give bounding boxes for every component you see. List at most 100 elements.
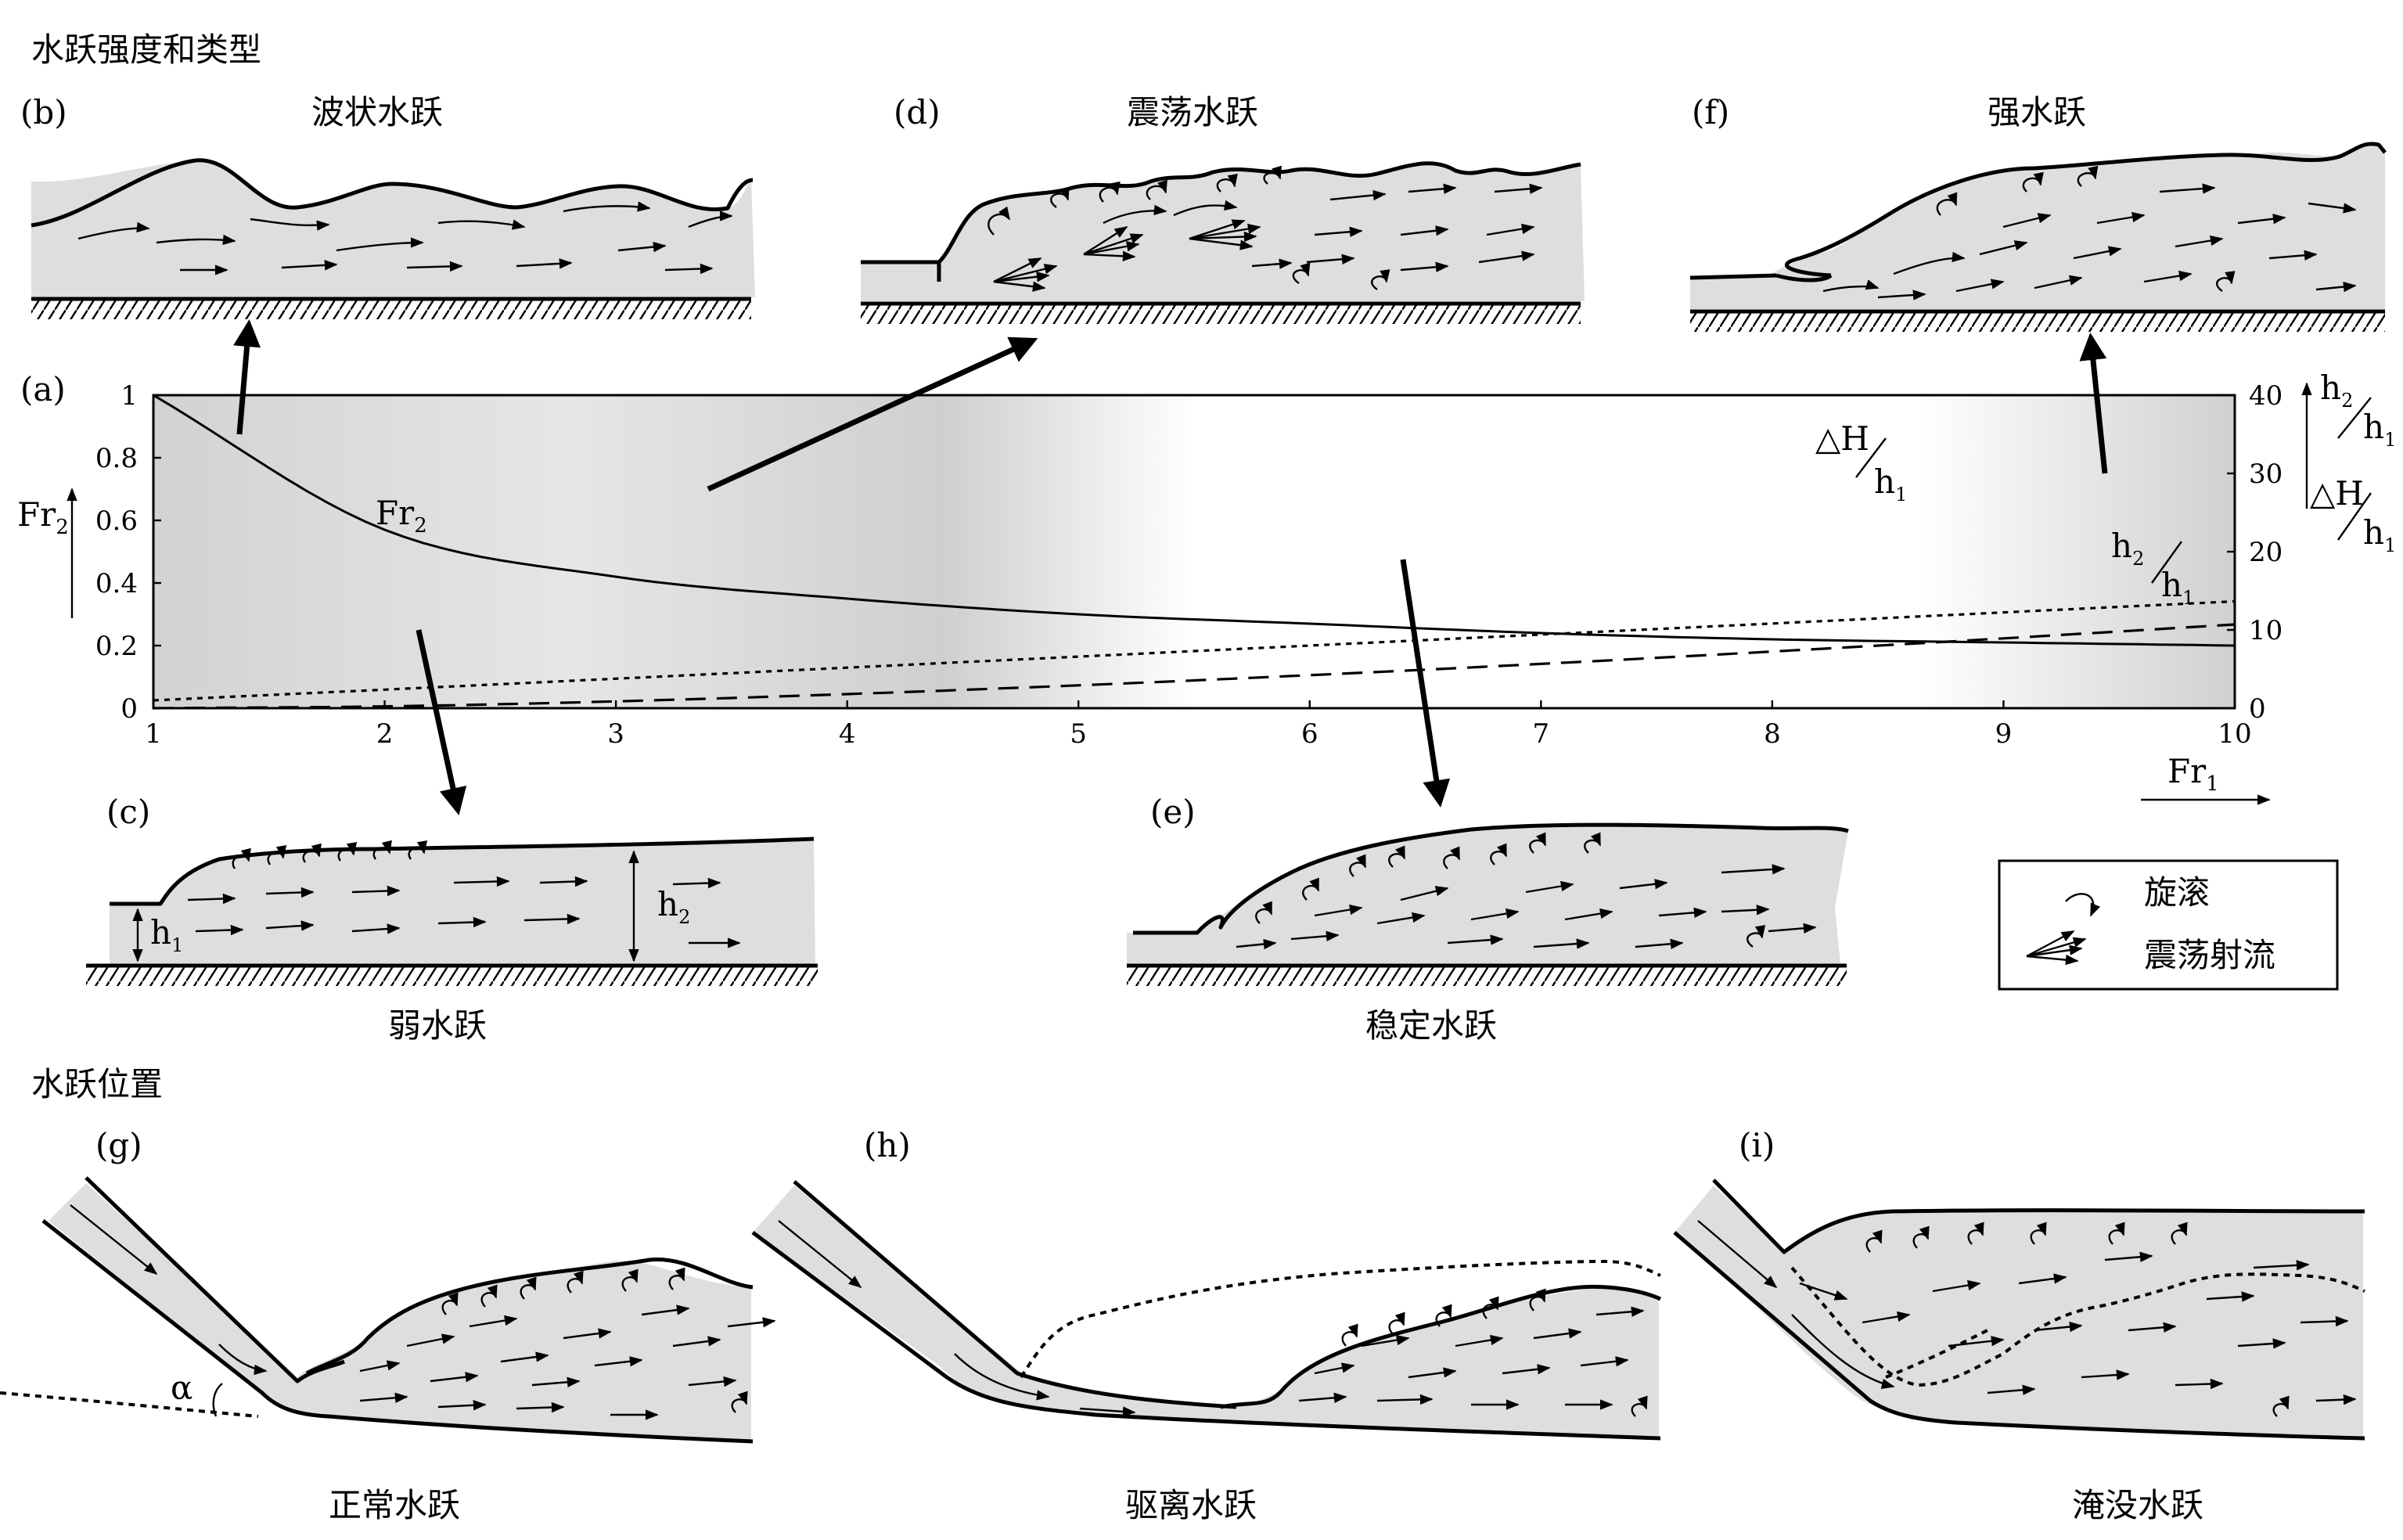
angle-arc (212, 1383, 223, 1417)
panel-e-water (1127, 825, 1848, 964)
x-tick-label: 6 (1301, 718, 1318, 750)
panel-d-rollers (987, 165, 1390, 290)
panel-d-flow-arrows (1103, 183, 1543, 272)
h2-label: h2 (657, 885, 690, 928)
panel-e-letter: (e) (1150, 793, 1196, 831)
panel-h-flow-arrows (778, 1220, 1645, 1417)
panel-i-letter: (i) (1739, 1126, 1775, 1164)
panel-c-flow-arrows (187, 876, 741, 948)
panel-f-rollers (1936, 165, 2236, 292)
roller-icon (2065, 893, 2101, 917)
panel-g-chute-bottom (41, 1219, 754, 1444)
panel-i-surface-dashed (1885, 1329, 1988, 1379)
arrow-to-f (2079, 333, 2108, 474)
panel-f-letter: (f) (1692, 93, 1729, 131)
panel-c-letter: (c) (106, 793, 150, 831)
panel-e-flow-arrows (1236, 864, 1817, 950)
x-tick-label: 5 (1070, 718, 1087, 750)
panel-c-title: 弱水跃 (388, 1006, 487, 1045)
panel-g-chute-top (85, 1176, 345, 1383)
right-dh-h1: h1 (2363, 513, 2396, 556)
panel-g: (g) 正常水跃 α (0, 1126, 776, 1524)
panel-f-title: 强水跃 (1988, 93, 2086, 131)
panel-i-flow-arrows (1697, 1220, 2357, 1405)
panel-e-bed-hatch (1127, 966, 1847, 986)
panel-i-water (1675, 1186, 2363, 1436)
right-tick-label: 0 (2249, 693, 2266, 725)
angle-label: α (171, 1369, 192, 1407)
panel-d: (d) 震荡水跃 (861, 93, 1585, 324)
x-tick-label: 4 (839, 718, 856, 750)
left-tick-label: 0 (121, 693, 138, 725)
left-tick-label: 1 (121, 380, 138, 412)
panel-h-chute-top (793, 1180, 1237, 1409)
panel-g-rollers (441, 1267, 748, 1413)
panel-h-water (753, 1186, 1659, 1436)
panel-e-surface (1133, 822, 1849, 935)
panel-f-surface (1689, 142, 2387, 280)
panel-g-flow-arrows (70, 1204, 776, 1420)
panel-d-letter: (d) (894, 93, 941, 131)
fr2-axis-label: Fr2 (17, 495, 69, 539)
x-tick-label: 8 (1764, 718, 1781, 750)
panel-e: (e) 稳定水跃 (1127, 793, 1849, 1045)
panel-b-title: 波状水跃 (311, 93, 443, 131)
panel-h-tailwater-line (1020, 1259, 1661, 1379)
fr1-axis-label: Fr1 (2167, 752, 2219, 796)
arrow-to-b (233, 319, 261, 435)
panel-h-rollers (1341, 1288, 1648, 1417)
panel-f: (f) 强水跃 (1689, 93, 2387, 332)
panel-b-letter: (b) (20, 93, 67, 131)
legend-oscillating-jet: 震荡射流 (2144, 936, 2275, 974)
right-tick-label: 30 (2249, 459, 2282, 490)
panel-b: (b) 波状水跃 (20, 93, 755, 319)
x-tick-label: 3 (607, 718, 624, 750)
panel-c: (c) 弱水跃 h1 h2 (86, 793, 818, 1045)
left-tick-label: 0.8 (95, 443, 138, 474)
panel-h-letter: (h) (864, 1126, 911, 1164)
oscillating-jet-icon (2026, 930, 2087, 966)
left-tick-label: 0.6 (95, 506, 138, 537)
position-heading: 水跃位置 (31, 1065, 163, 1103)
left-tick-label: 0.2 (95, 631, 138, 662)
panel-b-surface (31, 158, 754, 228)
panel-i-inner-jet-line (1790, 1266, 2365, 1387)
x-tick-label: 10 (2218, 718, 2251, 750)
legend-roller: 旋滚 (2144, 873, 2210, 912)
dh-denominator: h1 (1874, 462, 1907, 506)
panel-d-jets (993, 219, 1261, 292)
chart-series (153, 394, 2236, 710)
legend-box (1998, 859, 2339, 991)
panel-h-chute-bottom (751, 1230, 1661, 1441)
left-tick-label: 0.4 (95, 568, 138, 599)
panel-f-bed-hatch (1690, 311, 2385, 332)
x-axis-label: Fr1 (2141, 752, 2271, 805)
panel-h: (h) 驱离水跃 (751, 1126, 1662, 1524)
x-tick-label: 7 (1533, 718, 1550, 750)
h2-numerator: h2 (2111, 527, 2144, 570)
right-h1: h1 (2363, 408, 2396, 451)
right-tick-label: 20 (2249, 537, 2282, 568)
h2h1-curve-label: h2 h1 (2111, 527, 2194, 609)
arrow-to-d (707, 336, 1038, 492)
panel-i: (i) 淹没水跃 (1673, 1126, 2365, 1524)
right-h2: h2 (2320, 369, 2353, 412)
dh-curve-label: △H h1 (1815, 419, 1907, 506)
right-dh: △H (2310, 474, 2364, 513)
dh-numerator: △H (1815, 419, 1869, 458)
series-line-h2h1 (153, 599, 2236, 702)
x-tick-label: 9 (1995, 718, 2013, 750)
x-tick-label: 2 (376, 718, 394, 750)
types-heading: 水跃强度和类型 (31, 31, 261, 69)
plot-background (152, 394, 2236, 710)
right-tick-label: 40 (2249, 380, 2282, 412)
panel-g-letter: (g) (95, 1126, 142, 1164)
left-axis-label: Fr2 (17, 488, 77, 618)
panel-e-title: 稳定水跃 (1365, 1006, 1497, 1045)
panel-g-title: 正常水跃 (329, 1486, 460, 1524)
h1-denominator: h1 (2161, 566, 2194, 609)
panel-h-title: 驱离水跃 (1125, 1486, 1257, 1524)
